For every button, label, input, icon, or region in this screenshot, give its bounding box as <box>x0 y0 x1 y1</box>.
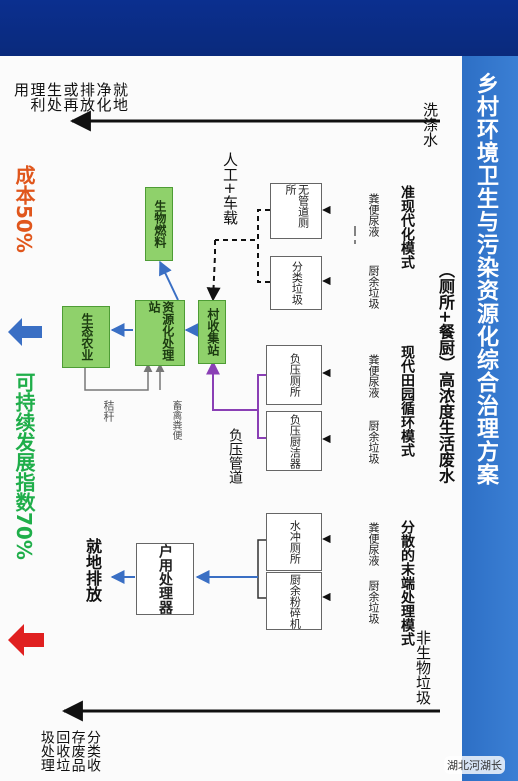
device-dry-toilet: 无管道厕所 <box>270 183 322 239</box>
mode-quasi-modern: 准现代化模式 <box>399 185 415 269</box>
village-collection-station: 村收集站 <box>198 300 226 364</box>
manual-transport-label: 人工+车载 <box>221 152 239 225</box>
device-vacuum-toilet: 负压厕所 <box>266 345 322 405</box>
top-blue-bar <box>0 0 518 56</box>
left-top-text: 就地净化排放或再生处理利用 <box>12 82 129 112</box>
source-feces-urine: 粪便尿液 <box>367 193 380 237</box>
eco-agriculture-box: 生态农业 <box>62 306 110 368</box>
title-bar <box>462 56 518 781</box>
watermark: 湖北河湖长 <box>444 756 505 774</box>
device-vacuum-kitchen: 负压厨洁器 <box>266 411 322 471</box>
device-food-grinder: 厨余粉碎机 <box>266 572 322 630</box>
diagram-subtitle: （厕所+餐厨）高浓度生活废水 <box>436 262 455 484</box>
source-feces-urine: 粪便尿液 <box>367 354 380 398</box>
top-axis-label: 洗涤水 <box>421 102 439 147</box>
bottom-axis-label: 非生物垃圾 <box>414 630 432 705</box>
livestock-manure-label: 畜禽粪便 <box>170 400 181 440</box>
resource-treatment-station: 资源化处理站 <box>135 300 185 366</box>
blue-indicator-arrow <box>8 318 42 346</box>
mode-decentralized-end: 分散的末端处理模式 <box>399 520 415 646</box>
left-bottom-text: 分类收存废品回收垃圾处理 <box>38 730 101 772</box>
sustainability-indicator: 可持续发展指数70% <box>12 372 36 560</box>
vacuum-pipe-label: 负压管道 <box>227 428 243 484</box>
straw-label: 秸秆 <box>102 400 115 422</box>
household-processor-box: 户用处理器 <box>136 543 194 615</box>
source-kitchen-waste: 厨余垃圾 <box>367 580 380 624</box>
diagram-title: 乡村环境卫生与污染资源化综合治理方案 <box>473 72 498 486</box>
device-flush-toilet: 水冲厕所 <box>266 513 322 571</box>
mode-pastoral-cycle: 现代田园循环模式 <box>399 345 415 457</box>
bio-fuel-box: 生物燃料 <box>145 187 173 261</box>
source-kitchen-waste: 厨余垃圾 <box>367 265 380 309</box>
device-sorted-waste: 分类垃圾 <box>270 256 322 310</box>
source-feces-urine: 粪便尿液 <box>367 522 380 566</box>
source-kitchen-waste: 厨余垃圾 <box>367 420 380 464</box>
local-discharge-label: 就地排放 <box>83 538 102 602</box>
red-indicator-arrow <box>8 624 44 656</box>
cost-indicator: 成本50% <box>12 165 36 253</box>
